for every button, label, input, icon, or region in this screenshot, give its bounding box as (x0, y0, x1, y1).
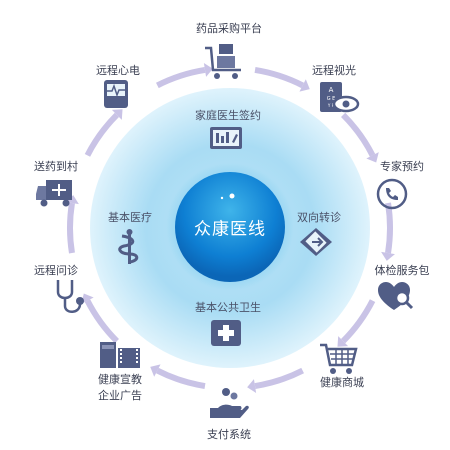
ring-arrow-segment (156, 367, 206, 389)
ring-arrow-segment (385, 202, 393, 254)
outer-label-health-mall: 健康商城 (320, 376, 364, 389)
outer-label-drug-purchase: 药品采购平台 (196, 22, 262, 35)
shopping-cart-icon (320, 343, 358, 374)
svg-text:A: A (329, 86, 334, 94)
outer-label-expert-booking: 专家预约 (380, 160, 424, 173)
core-sparkle-small (220, 196, 224, 200)
outer-label-checkup: 体检服务包 (374, 264, 430, 277)
svg-text:Y P: Y P (327, 103, 335, 108)
ring-arrow-head (203, 63, 213, 77)
outer-label-payment: 支付系统 (207, 428, 251, 441)
phone-icon (376, 178, 408, 210)
heart-search-icon (378, 282, 414, 310)
document-transfer-icon (300, 228, 332, 256)
ring-arrow-segment (340, 112, 376, 157)
ring-arrow-segment (84, 112, 120, 157)
outer-label-health-ads-line1: 健康宣教 (98, 373, 142, 386)
outer-label-health-ads: 健康宣教 企业广告 (98, 372, 142, 404)
ring-arrow-head (381, 251, 395, 261)
ring-arrow-head (299, 79, 310, 92)
delivery-truck-icon (36, 180, 72, 207)
eye-chart-icon: A G E Y P (320, 82, 360, 113)
inner-label-public-health: 基本公共卫生 (195, 301, 261, 314)
book-film-icon (100, 342, 140, 368)
ecg-monitor-icon (104, 80, 128, 108)
ring-arrow-head (111, 109, 123, 120)
core-sparkle (229, 193, 235, 199)
caduceus-icon (118, 229, 139, 264)
outer-label-remote-consult: 远程问诊 (34, 264, 78, 277)
center-label: 众康医线 (194, 219, 266, 240)
ring-arrow-segment (156, 67, 206, 89)
hand-coins-icon (210, 388, 249, 418)
outer-label-drug-delivery: 送药到村 (34, 160, 78, 173)
ring-arrow-head (337, 336, 349, 347)
medical-cross-icon (211, 320, 241, 346)
inner-label-family-doctor: 家庭医生签约 (195, 109, 261, 122)
contract-screen-icon (210, 127, 242, 149)
ring-arrow-head (150, 364, 161, 377)
outer-label-health-ads-line2: 企业广告 (98, 389, 142, 402)
outer-ring-arrows (65, 63, 395, 393)
ring-arrow-segment (254, 67, 304, 89)
ring-arrow-head (247, 379, 257, 393)
ring-arrow-segment (340, 299, 376, 344)
ring-arrow-head (366, 152, 379, 163)
ring-arrow-segment (67, 202, 75, 254)
outer-label-remote-vision: 远程视光 (312, 64, 356, 77)
ring-arrow-head (81, 293, 94, 304)
cart-boxes-icon (205, 44, 241, 79)
ring-arrow-segment (84, 299, 120, 344)
outer-label-remote-ecg: 远程心电 (96, 64, 140, 77)
core-circle (175, 172, 285, 282)
inner-label-basic-medical: 基本医疗 (108, 211, 152, 224)
ring-arrow-segment (254, 367, 304, 389)
stethoscope-icon (56, 280, 84, 313)
svg-text:G E: G E (327, 96, 336, 102)
inner-label-referral: 双向转诊 (297, 211, 341, 224)
